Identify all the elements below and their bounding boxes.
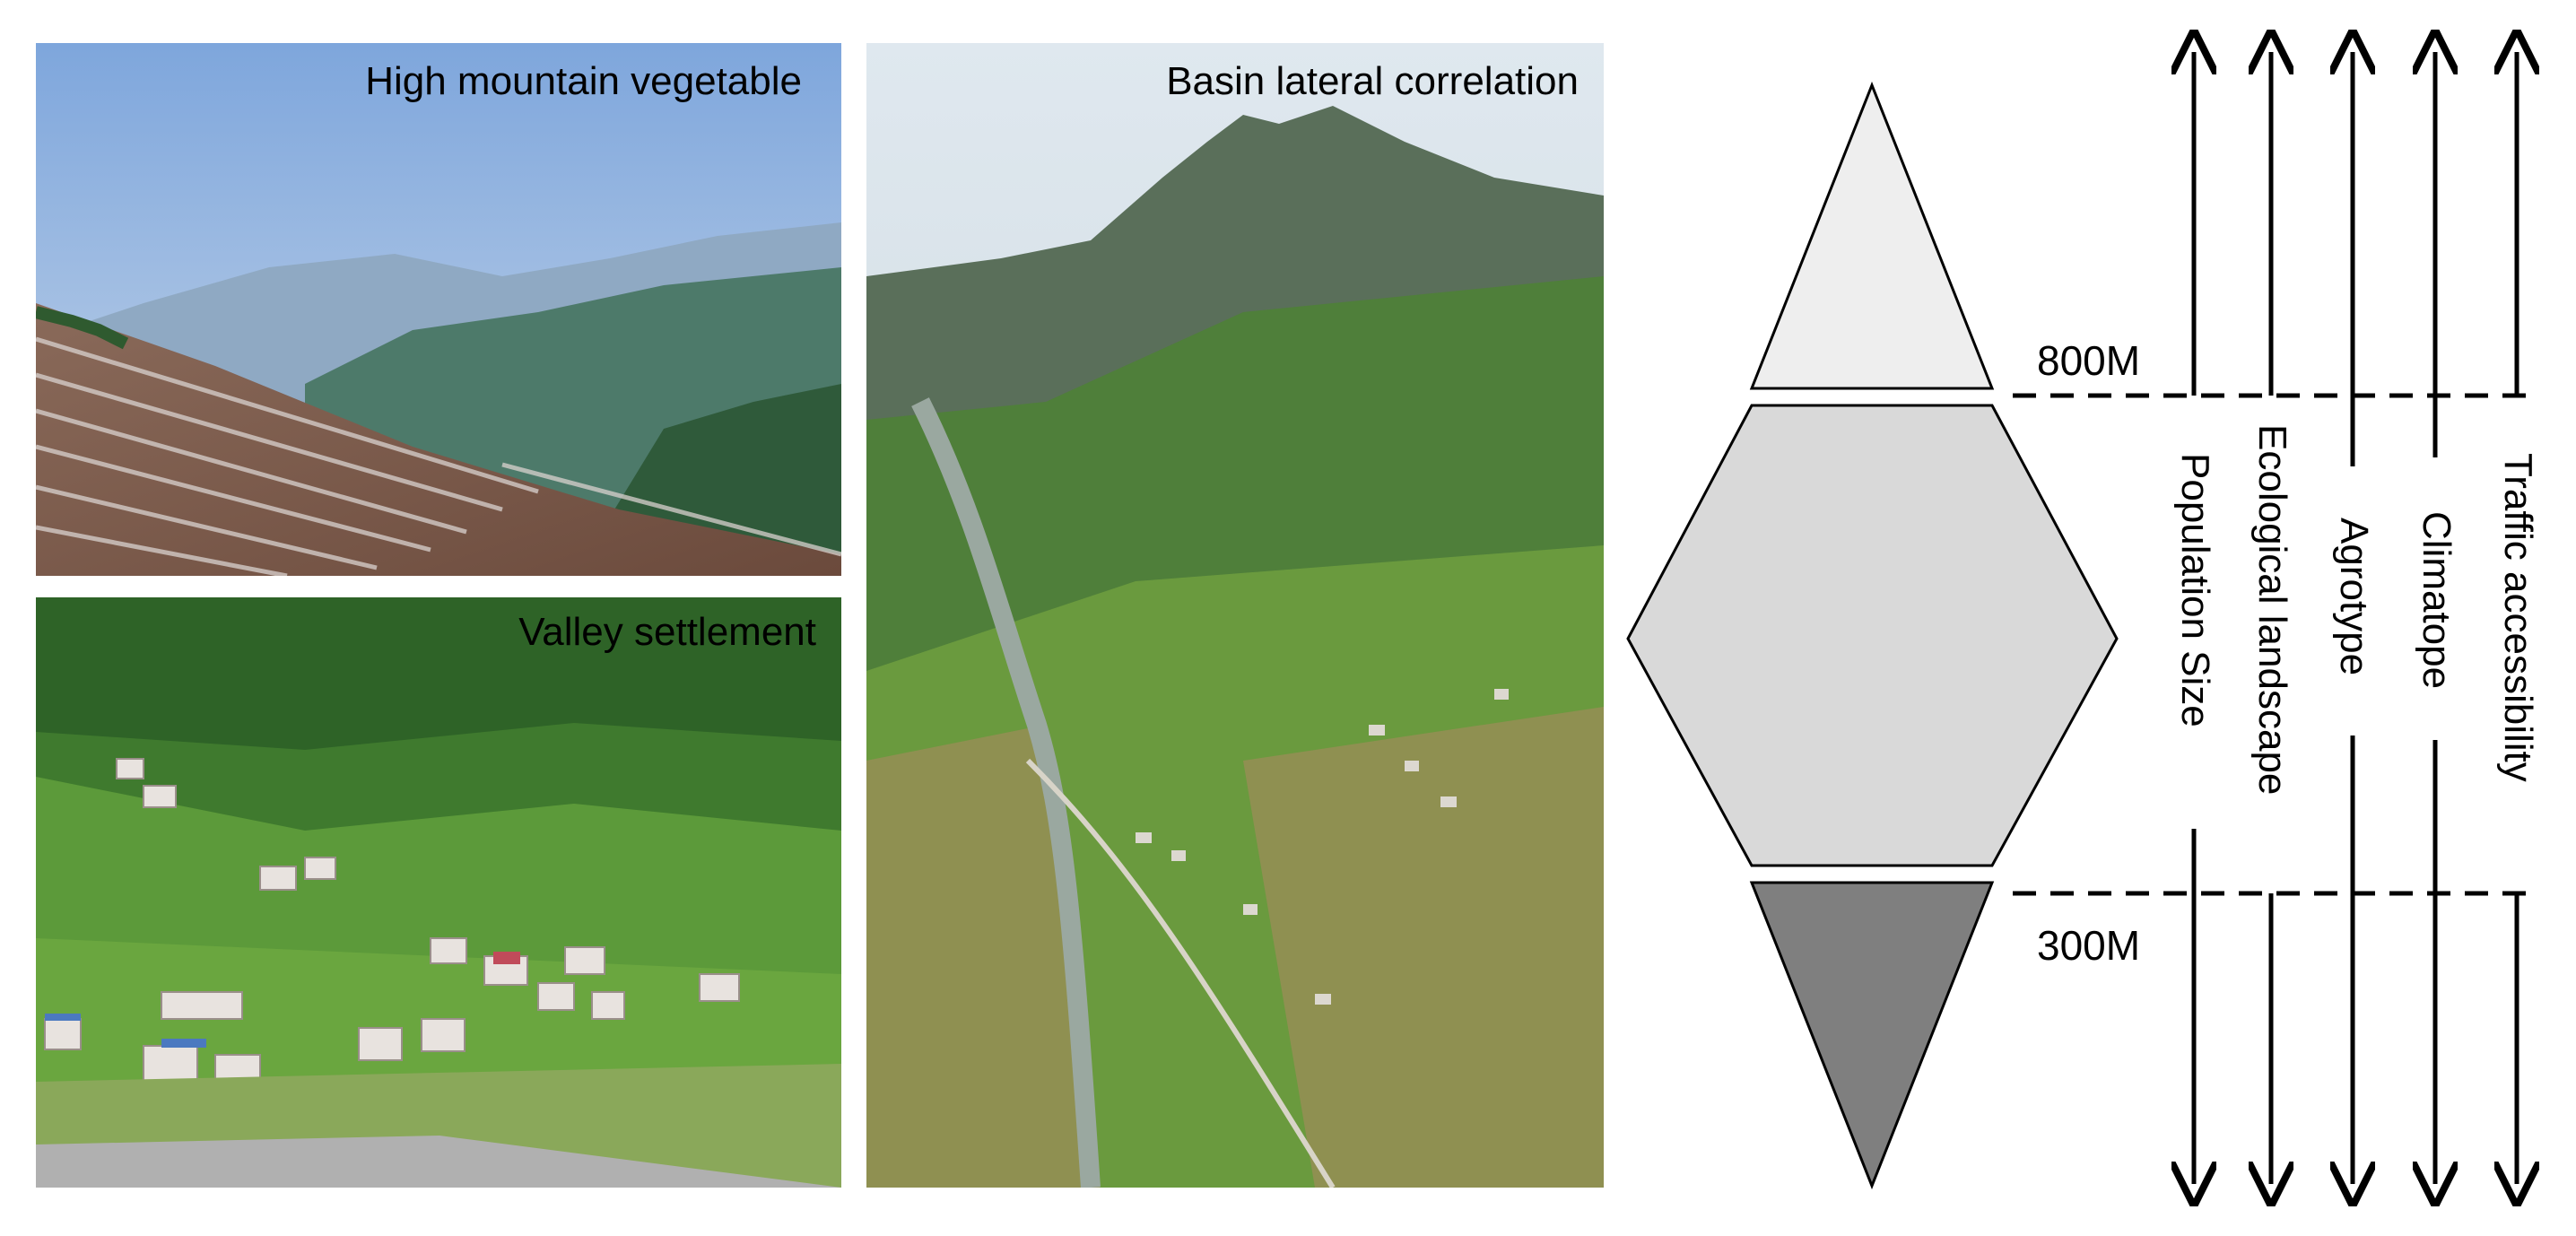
photo-basin-lateral-correlation: Basin lateral correlation [866, 43, 1604, 1188]
valley-village-image [36, 597, 841, 1188]
low-zone-triangle [1749, 881, 1995, 1190]
photo-valley-settlement: Valley settlement [36, 597, 841, 1188]
basin-aerial-image [866, 43, 1604, 1188]
photo-label-basin: Basin lateral correlation [1166, 59, 1579, 103]
factor-label-ecological-landscape: Ecological landscape [2250, 424, 2294, 795]
middle-zone-hexagon [1626, 404, 2119, 867]
factor-label-population-size: Population Size [2173, 453, 2217, 727]
factor-label-agrotype: Agrotype [2332, 518, 2376, 675]
photo-label-high-mountain: High mountain vegetable [365, 59, 802, 103]
factor-axis-agrotype: Agrotype [2332, 52, 2376, 1184]
high-zone-triangle [1749, 81, 1995, 390]
factor-label-climatope: Climatope [2415, 511, 2459, 689]
photo-high-mountain-vegetable: High mountain vegetable [36, 43, 841, 576]
elevation-label-300m: 300M [2037, 922, 2140, 969]
factor-axis-climatope: Climatope [2415, 52, 2459, 1184]
factor-axis-ecological-landscape: Ecological landscape [2250, 52, 2294, 1184]
factor-axis-population-size: Population Size [2173, 52, 2217, 1184]
factor-axis-traffic-accessibility: Traffic accessibility [2496, 52, 2540, 1184]
factor-label-traffic-accessibility: Traffic accessibility [2496, 453, 2540, 782]
mountain-terrace-image [36, 43, 841, 576]
elevation-label-800m: 800M [2037, 337, 2140, 384]
photo-label-valley: Valley settlement [518, 610, 816, 654]
